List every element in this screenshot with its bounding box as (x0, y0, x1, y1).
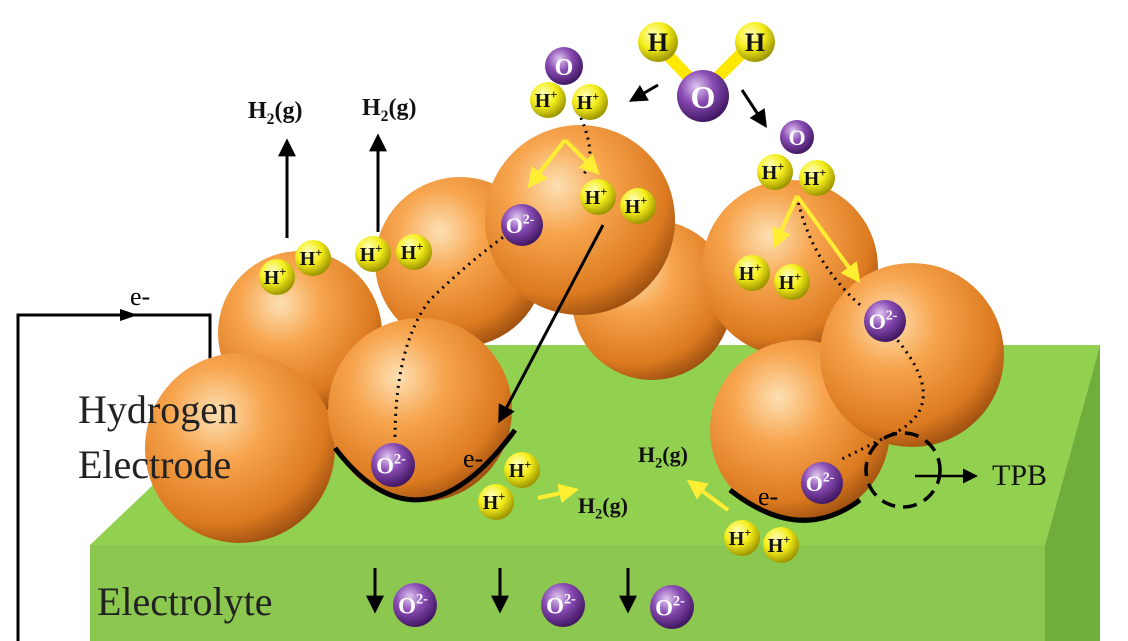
proton-split-arrow (563, 138, 600, 175)
oxygen-atom: O (677, 70, 729, 122)
electron-path-arrow (498, 224, 605, 424)
oxide-ion: O2- (801, 462, 843, 504)
oxide-ion: O2- (393, 583, 437, 627)
proton-ion: H+ (572, 84, 608, 120)
proton-split-arrow (772, 195, 799, 249)
oxide-ion: O2- (371, 443, 415, 487)
proton-ion: H+ (757, 154, 793, 190)
proton-ion: H+ (763, 527, 799, 563)
circuit-electron-label: e- (130, 282, 150, 311)
oxygen-atom: O (780, 120, 814, 154)
oxide-diffusion-paths (393, 104, 925, 462)
proton-ion: H+ (355, 236, 391, 272)
proton-ion: H+ (396, 234, 432, 270)
h2-gas-labels: H2(g) H2(g) H2(g) H2(g) (248, 95, 688, 523)
black-arrows (278, 83, 767, 614)
proton-ion: H+ (724, 520, 760, 556)
oxygen-atom: O (545, 47, 583, 85)
oxide-ions: O2- O2- O2- O2- O2- O2- O2- (371, 204, 906, 629)
proton-ion: H+ (799, 160, 835, 196)
hydrogen-electrode-label: Electrode (78, 442, 231, 487)
h2-form-arrow (537, 483, 579, 504)
proton-ion: H+ (295, 240, 331, 276)
atom-symbol: O (691, 79, 716, 115)
atom-symbol: H (745, 28, 765, 57)
proton-ion: H+ (774, 264, 810, 300)
hydrogen-atom: H (638, 22, 678, 62)
proton-ion: H+ (620, 188, 656, 224)
tpb-label: TPB (992, 459, 1047, 492)
h2-form-arrow (686, 479, 730, 512)
oxide-ion-symbol: O2- (546, 592, 576, 619)
h2-gas-label: H2(g) (362, 95, 416, 125)
oxide-path (795, 195, 862, 307)
atom-symbol: O (788, 125, 805, 150)
proton-ion: H+ (259, 259, 295, 295)
contact-line (728, 488, 862, 523)
particle (820, 263, 1004, 447)
oxide-ion: O2- (650, 585, 694, 629)
proton-split-arrow (527, 138, 567, 189)
water-molecule: H H O (638, 22, 775, 122)
proton-ion: H+ (530, 82, 566, 118)
proton-ion: H+ (504, 452, 540, 488)
external-circuit (16, 309, 212, 641)
h2-gas-label: H2(g) (578, 493, 628, 523)
electrolyte-side-face (1045, 345, 1100, 641)
water-split-arrow (740, 89, 767, 129)
tpb-marker (864, 431, 942, 509)
oxide-ion: O2- (501, 204, 543, 246)
proton-ions: H+H+H+H+H+H+H+H+H+H+H+H+H+H+H+H+ (259, 82, 835, 563)
yellow-arrows (527, 138, 861, 512)
atom-symbol: H (648, 28, 668, 57)
oxide-ion: O2- (541, 583, 585, 627)
particle (145, 353, 335, 543)
electron-label: e- (758, 482, 778, 511)
contact-line (333, 428, 518, 503)
electron-label: e- (463, 444, 483, 473)
circuit-wire (16, 313, 212, 641)
atom-symbol: O (555, 55, 574, 81)
hydrogen-atom: H (735, 22, 775, 62)
proton-ion: H+ (734, 255, 770, 291)
h2-gas-label: H2(g) (248, 98, 302, 128)
hydrogen-electrode-label: Hydrogen (78, 387, 238, 432)
proton-ion: H+ (580, 179, 616, 215)
h2-gas-label: H2(g) (638, 442, 688, 472)
circuit-arrow-icon (120, 309, 138, 321)
proton-ion: H+ (478, 484, 514, 520)
oxide-ion: O2- (864, 300, 906, 342)
proton-split-arrow (795, 194, 861, 284)
electrolyte-label: Electrolyte (97, 579, 272, 624)
water-split-arrow (628, 83, 659, 102)
